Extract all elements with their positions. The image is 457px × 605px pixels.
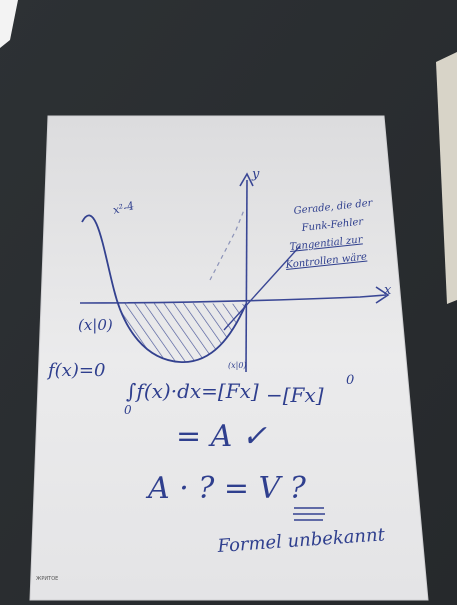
x-axis-arrow [375,286,390,304]
desk-corner-highlight [0,0,18,48]
triple-underline [293,507,325,521]
y-axis-arrow [239,172,254,187]
tangent-line [223,245,301,331]
integral-right: −[Fx] [266,383,324,407]
axis-x-label: x [384,283,392,298]
upper-bound-label: (x|0) [228,361,247,370]
side-paper [436,52,457,304]
integral-lower-limit: 0 [124,403,132,417]
x-axis-line [79,294,387,304]
curve-label: x²-4 [112,199,136,217]
paper-sheet [29,115,429,601]
condition-label: f(x)=0 [46,360,105,381]
corner-stamp: ЖРИТОЕ [36,576,58,582]
point-label: (x|0) [78,316,113,334]
volume-question: A · ? = V ? [145,471,307,506]
dashed-guide-line [209,209,245,281]
axis-y-label: y [251,167,260,182]
integral-exponent: 0 [346,373,354,388]
area-result: = A ✓ [176,419,267,454]
integral-left: ∫f(x)·dx=[Fx] [126,379,259,403]
parabola-curve [81,214,247,363]
y-axis-line [245,179,248,373]
